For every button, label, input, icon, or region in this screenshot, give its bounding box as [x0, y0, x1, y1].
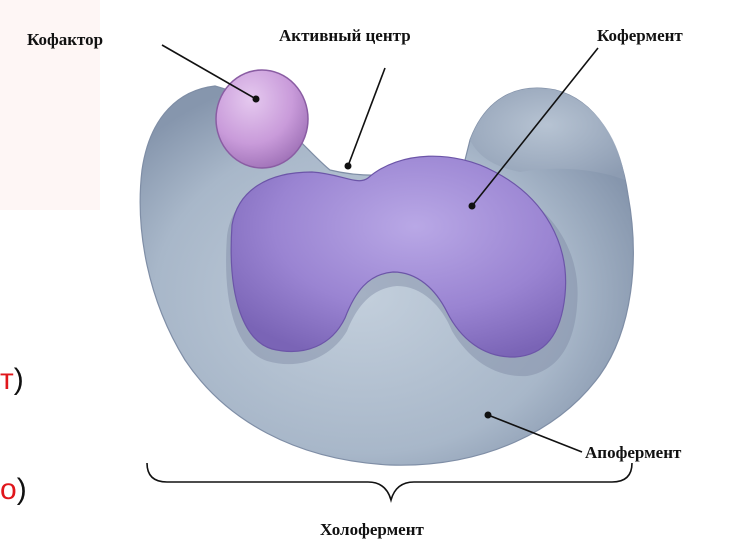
holoenzyme-label: Холофермент — [320, 520, 424, 540]
left-fragment-2: о) — [0, 475, 27, 505]
active-site-pointer — [348, 68, 385, 166]
cofactor-pointer-dot — [253, 96, 260, 103]
holoenzyme-brace — [147, 463, 632, 500]
cofactor-label: Кофактор — [27, 30, 103, 50]
coenzyme-label: Кофермент — [597, 26, 683, 46]
apoenzyme-label: Апофермент — [585, 443, 681, 463]
active-site-label: Активный центр — [279, 26, 411, 46]
left-fragment-1-paren: ) — [14, 363, 24, 396]
active-site-pointer-dot — [345, 163, 352, 170]
left-fragment-1-red: т — [0, 363, 14, 396]
coenzyme-pointer-dot — [469, 203, 476, 210]
left-fragment-2-red: о — [0, 473, 17, 506]
left-fragment-2-paren: ) — [17, 473, 27, 506]
left-fragment-1: т) — [0, 365, 24, 395]
apoenzyme-pointer-dot — [485, 412, 492, 419]
